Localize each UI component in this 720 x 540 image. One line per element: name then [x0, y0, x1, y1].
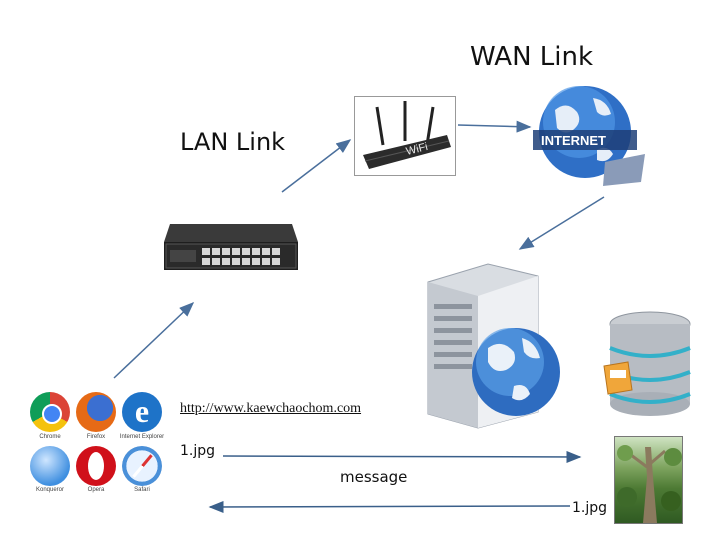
- firefox-icon: [76, 392, 116, 432]
- tree-photo-image: [614, 436, 683, 524]
- response-file-label: 1.jpg: [572, 500, 608, 516]
- wan-link-label: WAN Link: [470, 42, 594, 72]
- konqueror-icon: [30, 446, 70, 486]
- arrow-request: [222, 450, 582, 463]
- browser-name: Konqueror: [35, 487, 65, 493]
- internet-badge: INTERNET: [541, 133, 606, 148]
- arrow-response: [208, 500, 571, 513]
- network-switch-icon: [164, 222, 300, 272]
- database-icon: [602, 310, 696, 418]
- lan-link-label: LAN Link: [180, 128, 286, 156]
- web-server-icon: [418, 262, 566, 430]
- opera-icon: [76, 446, 116, 486]
- arrow-router-to-internet: [457, 120, 532, 133]
- browser-name: Safari: [134, 487, 150, 493]
- arrow-browser-to-switch: [113, 301, 195, 379]
- router-badge: WiFi: [405, 141, 429, 158]
- internet-explorer-icon: e: [122, 392, 162, 432]
- browser-name: Firefox: [86, 434, 106, 440]
- message-label: message: [340, 468, 408, 486]
- browser-name: Chrome: [39, 434, 61, 440]
- chrome-icon: [30, 392, 70, 432]
- request-file-label: 1.jpg: [180, 443, 216, 459]
- browser-name: Opera: [87, 487, 105, 493]
- arrow-switch-to-router: [281, 139, 352, 193]
- arrow-internet-to-server: [518, 196, 605, 250]
- wifi-router-icon: WiFi: [354, 96, 456, 176]
- safari-icon: [122, 446, 162, 486]
- browser-name: Internet Explorer: [119, 434, 165, 440]
- url-label[interactable]: http://www.kaewchaochom.com: [180, 401, 362, 416]
- internet-globe-icon: INTERNET: [533, 80, 647, 188]
